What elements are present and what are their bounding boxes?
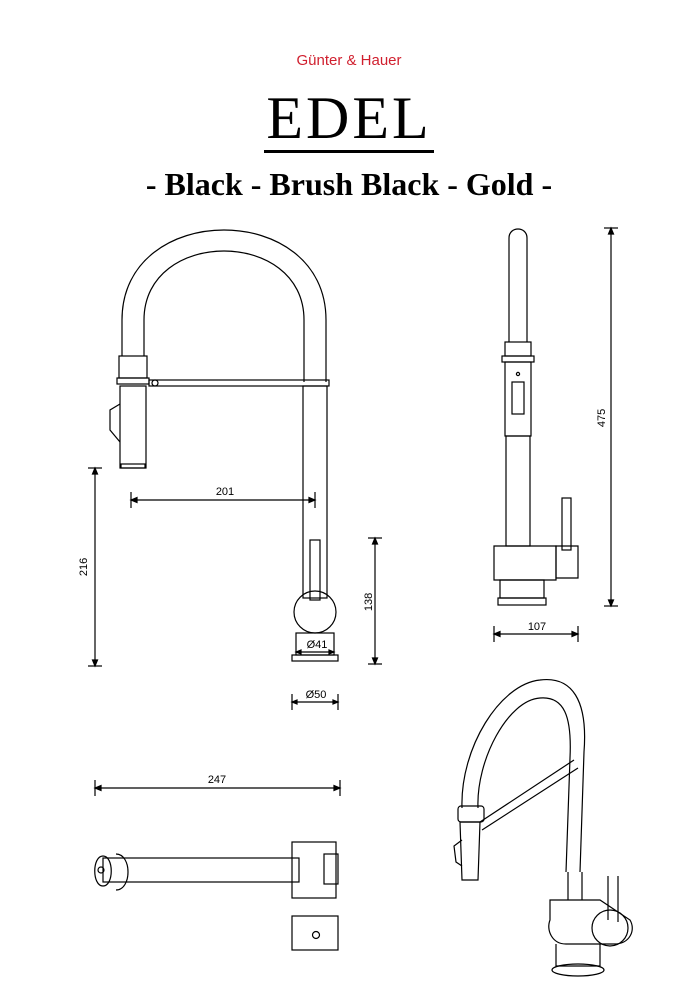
persp-arm-b [481,767,579,831]
top-head-cap [94,855,112,887]
product-title: EDEL [0,84,698,153]
front-spray-button [109,403,121,443]
front-spray-head [119,385,147,469]
side-view [492,226,618,642]
dim-base-diameter [290,694,340,710]
persp-base-ball [591,909,629,947]
top-body [291,841,337,899]
dim-spout-base-diameter-label: Ø41 [307,639,328,651]
front-base-plate [291,654,339,662]
front-head-ring [116,377,150,385]
side-lever-block [555,545,579,579]
persp-base-body [548,899,633,945]
persp-base-neck [555,944,601,967]
side-base-neck [499,579,545,599]
front-arm-pin [151,379,159,387]
persp-spray-button [453,839,463,867]
dim-base-diameter-label: Ø50 [306,689,327,701]
side-indicator [515,371,521,377]
dim-height-total [88,466,102,668]
dim-top-length-label: 247 [208,774,226,786]
dim-reach [129,492,317,508]
top-body-side [323,853,339,885]
front-view [88,229,382,710]
side-collar [504,341,532,357]
persp-lever [607,876,619,922]
persp-spray-head [459,821,481,881]
front-body [302,385,328,599]
top-lever-block [291,915,339,951]
side-lever [561,497,572,551]
persp-base-plate [551,963,605,977]
front-head-collar [118,355,148,379]
persp-spring-inner [477,697,571,873]
side-spring [508,228,528,342]
color-variants: - Black - Brush Black - Gold - [145,166,553,202]
product-title-text: EDEL [264,85,434,153]
side-base-plate [497,597,547,606]
persp-head-collar [457,805,485,823]
dim-overall-height-label: 475 [596,409,608,427]
top-lever-pin [311,930,321,940]
dim-height-total-label: 216 [78,558,90,576]
front-spray-nozzle [120,463,146,469]
side-spray-head [504,361,532,437]
front-spring-inner [143,250,305,382]
perspective-view [453,679,633,977]
persp-arm-a [479,759,575,823]
persp-spring-outer [461,679,586,873]
top-head-ring [115,853,129,891]
front-support-arm [148,379,330,387]
top-head-pin [97,866,105,874]
dim-spout-base-diameter [294,649,336,655]
dim-height-base [368,536,382,666]
front-base-ball [293,590,337,634]
dim-reach-label: 201 [216,486,234,498]
brand-name: Günter & Hauer [296,52,402,69]
dim-height-base-label: 138 [363,593,375,611]
side-body [505,435,531,547]
side-ring [501,355,535,363]
dim-top-length [93,780,342,796]
side-spray-button [511,381,525,415]
side-body-base [493,545,557,581]
top-arm [102,857,300,883]
front-spring-outer [121,229,327,382]
dim-overall-height [604,226,618,608]
dim-side-depth [492,626,580,642]
dim-side-depth-label: 107 [528,621,546,633]
top-view [93,780,342,951]
front-lever [309,539,321,601]
